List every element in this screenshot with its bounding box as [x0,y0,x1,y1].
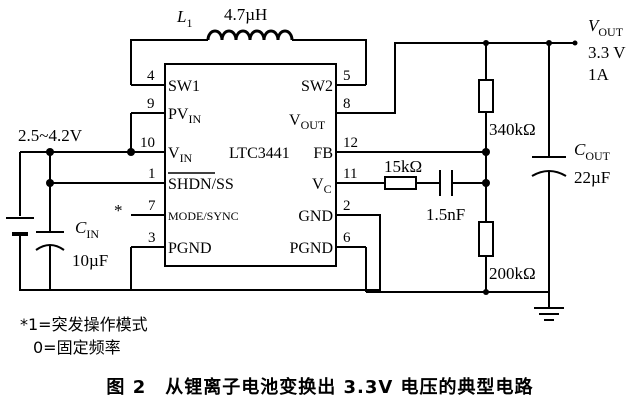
vout-terminal [572,40,578,46]
pin-num-8: 8 [343,96,351,112]
cout-plate-bottom [531,170,567,177]
pin-label-pgnd-left: PGND [168,240,212,257]
battery-wire [19,152,131,291]
pin-num-3: 3 [148,230,156,246]
pin-label-fb: FB [313,145,333,162]
vout-ref: VOUT [588,16,624,39]
vin-node-wire [20,113,165,153]
rc-resistor [384,176,417,190]
vout-voltage: 3.3 V [588,43,626,62]
pin-label-sw2: SW2 [301,78,333,95]
pin-label-sw1: SW1 [168,78,200,95]
pin-label-pvin: PVIN [168,106,201,126]
rc-value: 15kΩ [384,157,422,176]
vout-current: 1A [588,65,610,84]
junction-vin [127,148,135,156]
pin-num-11: 11 [343,166,357,182]
pin-num-2: 2 [343,198,351,214]
junction-vout-cout [546,40,552,46]
chip-name: LTC3441 [229,145,290,162]
ic-body [164,63,337,267]
cout-ref: COUT [574,140,611,163]
pin-label-vin: VIN [168,145,193,165]
pin-num-5: 5 [343,68,351,84]
note-fixed-freq: 0=固定频率 [33,338,121,357]
inductor-ref: L1 [176,7,192,30]
pin-num-9: 9 [147,96,155,112]
pgnd-right-wire [365,247,549,293]
ground-symbol-icon [534,292,564,321]
figure-caption: 图 2 从锂离子电池变换出 3.3V 电压的典型电路 [106,376,533,398]
pin-label-vout: VOUT [289,112,326,132]
mode-marker: * [114,201,123,220]
cin-plate-bottom [35,244,65,251]
pin-num-4: 4 [147,68,155,84]
cc-value: 1.5nF [426,205,465,224]
inductor-l1-wire [130,39,367,85]
pin-num-1: 1 [148,166,156,182]
inductor-l1 [206,29,294,41]
cin-value: 10µF [72,251,108,270]
r-top [478,79,494,113]
junction-gnd-divider [483,289,489,295]
note-burst-mode: *1=突发操作模式 [20,315,148,334]
pin-label-vc: VC [312,176,332,196]
vout-wire [366,42,573,114]
r-bottom [478,221,494,257]
r-bottom-value: 200kΩ [489,264,536,283]
pin-label-shdn-ss: SHDN/SS [168,176,234,193]
input-voltage-label: 2.5~4.2V [18,126,83,145]
r-top-value: 340kΩ [489,120,536,139]
pin-label-pgnd-right: PGND [289,240,333,257]
pin-num-10: 10 [140,135,155,151]
pin-num-7: 7 [148,198,156,214]
pin-label-mode-sync: MODE/SYNC [168,209,239,223]
right-pin-stubs [336,84,366,248]
cout-value: 22µF [574,168,610,187]
cin-ref: CIN [75,218,99,241]
pin-num-6: 6 [343,230,351,246]
inductor-value: 4.7µH [224,5,267,24]
pin-num-12: 12 [343,135,358,151]
pin-label-gnd: GND [298,208,333,225]
junction-vout-rtop [483,40,489,46]
